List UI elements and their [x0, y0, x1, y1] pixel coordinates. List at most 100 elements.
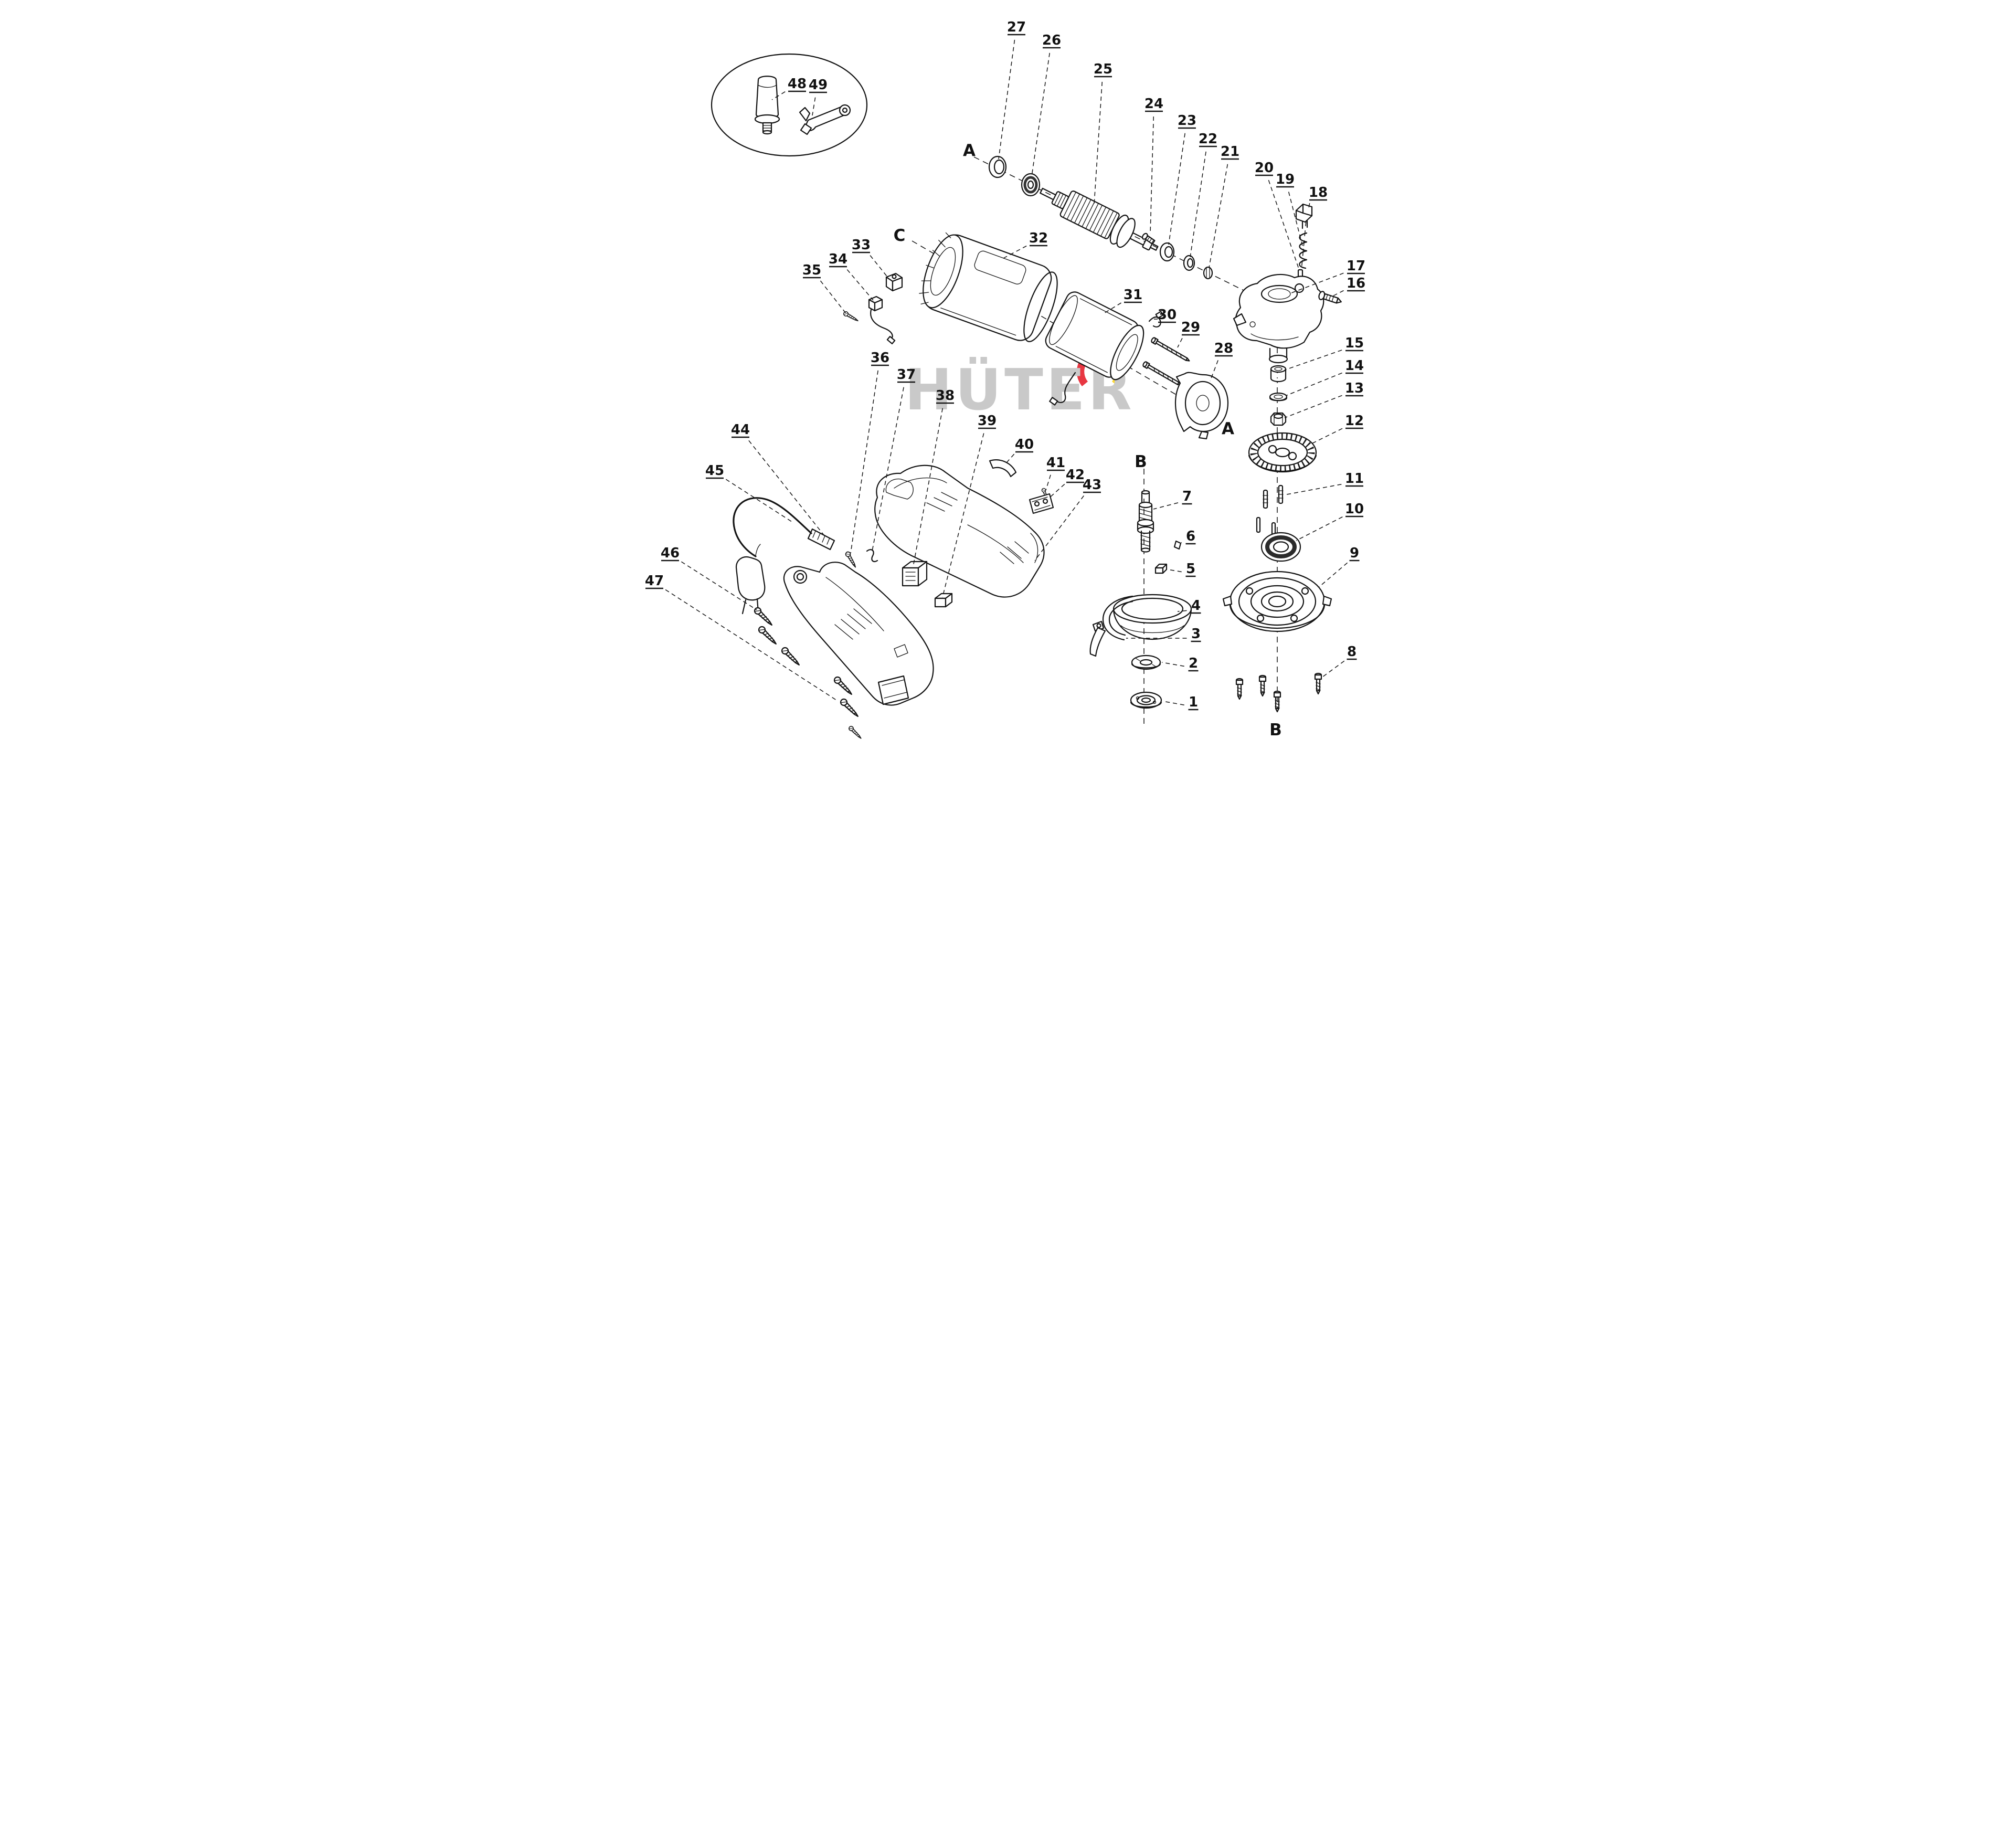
leader-line-21 [1208, 164, 1228, 268]
leader-line-7 [1153, 502, 1178, 510]
wrench-drawing [799, 104, 851, 135]
leader-line-23 [1168, 133, 1185, 245]
callout-20: 20 [1254, 160, 1273, 176]
callout-37: 37 [896, 367, 915, 383]
leader-line-48 [771, 91, 786, 100]
callout-12: 12 [1344, 413, 1363, 429]
callout-10: 10 [1344, 501, 1363, 517]
leader-line-35 [820, 280, 846, 314]
handle-housing [783, 562, 934, 706]
section-marker-a-0: A [963, 141, 976, 160]
callout-36: 36 [870, 350, 889, 366]
accessories-inset [711, 53, 867, 157]
part-43-rear-cover [874, 464, 1045, 598]
callout-23: 23 [1177, 113, 1196, 129]
section-marker-a-1: A [1222, 419, 1234, 438]
part-27-ring [988, 155, 1006, 178]
part-24-screw [1141, 233, 1156, 245]
callout-26: 26 [1042, 33, 1061, 48]
callout-45: 45 [705, 463, 724, 479]
part-32-motor-housing [918, 232, 1058, 342]
leader-line-14 [1285, 372, 1342, 396]
callout-25: 25 [1093, 61, 1112, 77]
leader-line-24 [1149, 116, 1154, 235]
part-14-washer [1269, 392, 1287, 402]
callout-labels: 1234567891011121314151617181920212223242… [644, 19, 1365, 711]
callout-35: 35 [802, 262, 821, 278]
part-8-screws [1235, 672, 1322, 713]
part-25-armature [1039, 187, 1159, 251]
leader-line-28 [1209, 360, 1218, 382]
leader-line-19 [1288, 192, 1304, 250]
leader-line-47 [665, 589, 836, 701]
callout-1: 1 [1188, 694, 1197, 710]
diagram-page: HÜTER [600, 0, 1403, 741]
part-9-bearing-flange [1222, 571, 1332, 632]
part-5-key [1154, 563, 1167, 574]
part-42-plate [1029, 493, 1054, 514]
callout-38: 38 [935, 388, 954, 404]
leader-line-44 [748, 440, 825, 537]
callout-18: 18 [1308, 185, 1327, 200]
callout-43: 43 [1082, 477, 1101, 493]
part-28-cover-plate [1174, 372, 1228, 440]
leader-line-1 [1162, 701, 1184, 706]
part-34-bracket [868, 295, 895, 345]
callout-27: 27 [1006, 19, 1025, 35]
callout-7: 7 [1182, 489, 1191, 504]
side-handle-drawing [754, 76, 780, 135]
part-1-clamp-nut [1130, 691, 1162, 709]
callout-39: 39 [977, 413, 996, 429]
callout-5: 5 [1185, 561, 1195, 577]
section-marker-b-2: B [1135, 452, 1147, 471]
callout-13: 13 [1344, 381, 1363, 396]
leader-line-26 [1031, 52, 1050, 177]
part-26-bearing [1021, 173, 1040, 197]
leader-line-42 [1047, 483, 1065, 499]
callout-21: 21 [1220, 144, 1239, 160]
leader-line-17 [1288, 272, 1344, 294]
leader-line-31 [1103, 302, 1121, 314]
leader-line-13 [1284, 395, 1342, 418]
leader-line-27 [998, 39, 1015, 160]
part-18-switch-knob [1295, 203, 1312, 229]
callout-47: 47 [644, 573, 663, 589]
leader-line-10 [1296, 516, 1343, 541]
part-23-washer [1159, 242, 1174, 262]
callout-42: 42 [1065, 467, 1084, 483]
callout-16: 16 [1346, 276, 1365, 291]
leader-line-45 [725, 479, 793, 523]
part-3-clamp [1089, 595, 1133, 657]
leader-lines [665, 39, 1348, 706]
part-30-lead-wire [1148, 316, 1161, 328]
callout-15: 15 [1344, 335, 1363, 351]
part-38-switch-slider [902, 561, 927, 587]
power-cord [732, 497, 835, 615]
leader-line-49 [811, 97, 815, 116]
callout-28: 28 [1214, 341, 1233, 356]
leader-line-41 [1045, 474, 1051, 491]
part-17-gear-housing [1233, 273, 1324, 364]
leader-line-43 [1034, 495, 1084, 561]
callout-17: 17 [1346, 258, 1365, 274]
leader-line-11 [1284, 483, 1341, 495]
leader-line-40 [1003, 453, 1014, 466]
part-6-pin [1173, 540, 1181, 550]
callout-41: 41 [1046, 455, 1065, 471]
callout-44: 44 [730, 422, 749, 438]
callout-2: 2 [1188, 656, 1197, 671]
leader-line-8 [1322, 660, 1344, 678]
callout-49: 49 [808, 77, 827, 93]
part-16-screw [1318, 291, 1342, 304]
leader-line-29 [1177, 337, 1183, 348]
section-marker-c-4: C [893, 226, 905, 245]
leader-line-25 [1093, 81, 1103, 205]
part-4-guard [1112, 594, 1192, 640]
leader-line-15 [1284, 350, 1342, 371]
callout-22: 22 [1198, 131, 1217, 147]
part-40-cover-clip [989, 459, 1016, 478]
exploded-parts-diagram: HÜTER [644, 19, 1365, 741]
leader-line-12 [1310, 428, 1342, 445]
part-37-spring-clip [866, 549, 878, 563]
part-31-stator [1045, 291, 1163, 406]
